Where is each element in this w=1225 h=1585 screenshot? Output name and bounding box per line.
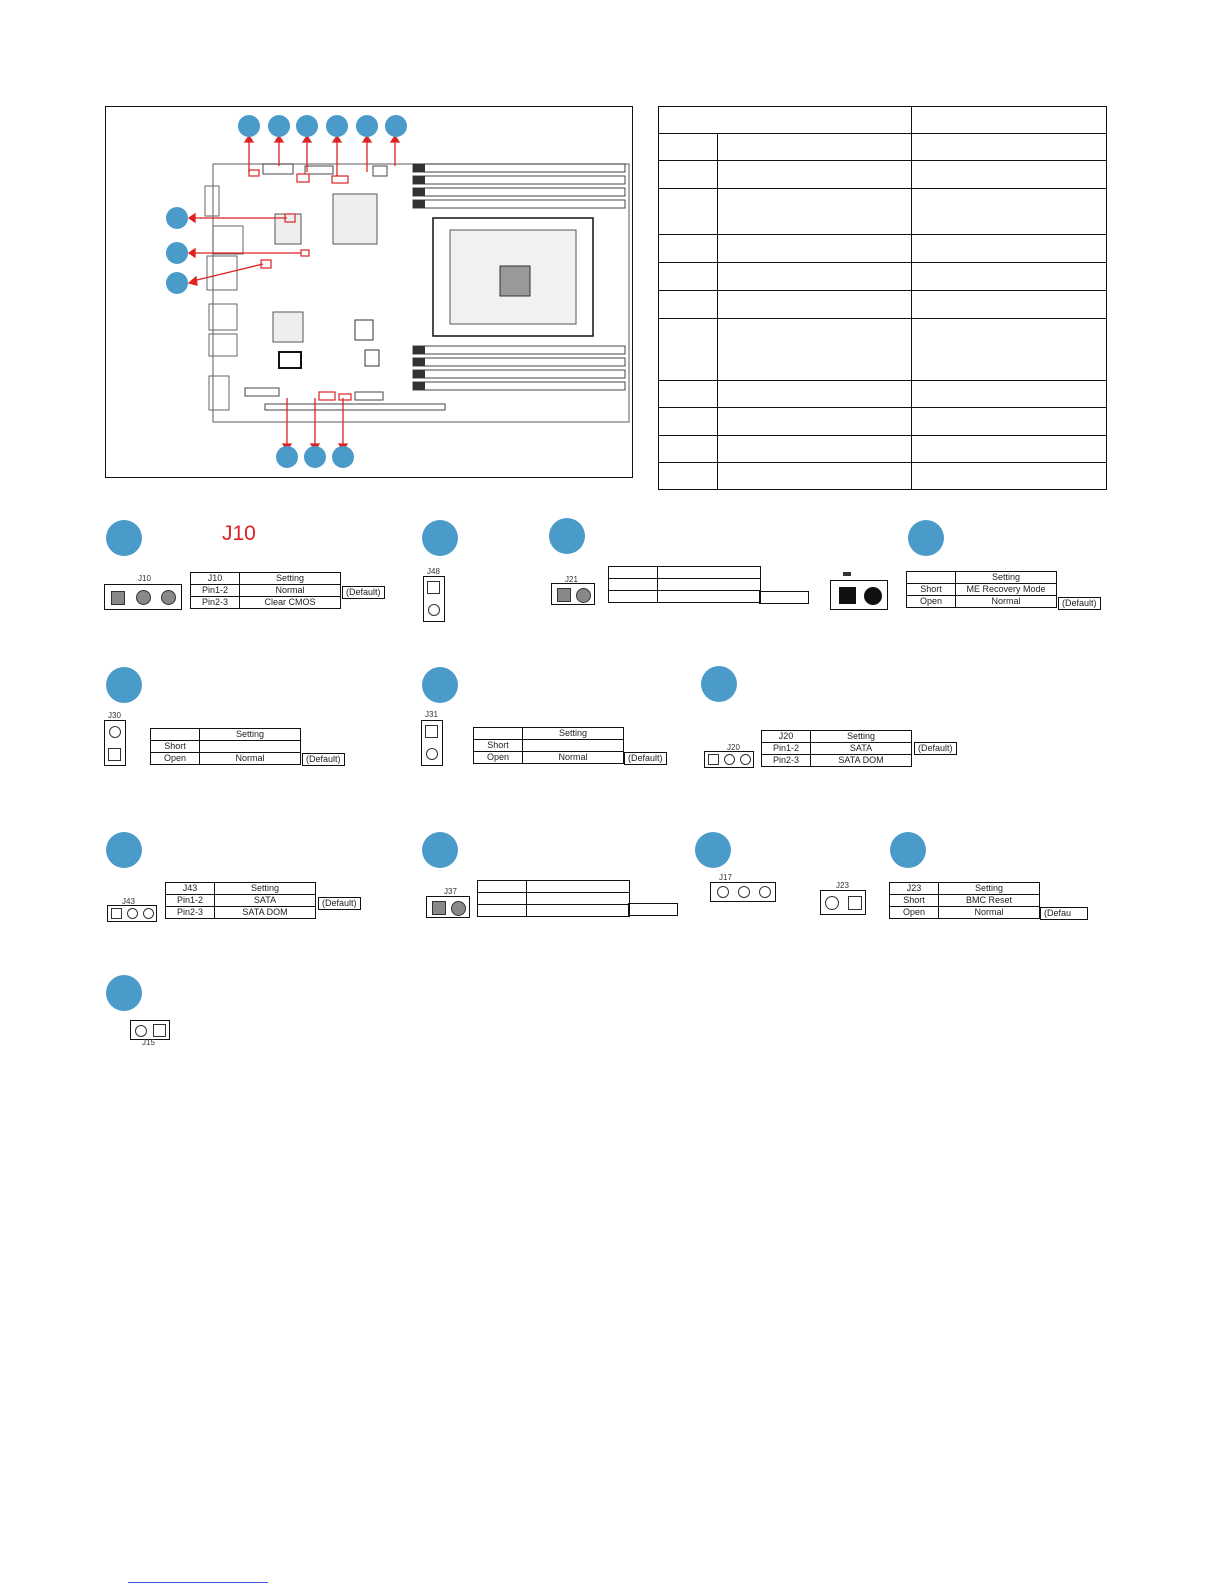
j43-jumper [107,905,157,922]
j37-jumper [426,896,470,918]
arrow-indicator [843,572,851,576]
board-diagram-frame [105,106,633,478]
marker-9 [166,272,188,294]
pin2 [127,908,138,919]
j31-default-badge: (Default) [624,752,667,765]
section-marker-j15 [106,975,142,1011]
marker-11 [304,446,326,468]
pin2 [825,896,839,910]
marker-3 [296,115,318,137]
marker-12 [332,446,354,468]
pin2 [724,754,735,765]
section-marker-j37 [422,832,458,868]
pin2 [426,748,438,760]
pin2 [451,901,466,916]
pin1-square [839,587,856,604]
j31-jumper [421,720,443,766]
j30-silk-label: J30 [108,711,121,720]
pin1-square [848,896,862,910]
pin2 [428,604,440,616]
pin2 [576,588,591,603]
section-marker-j17 [695,832,731,868]
footer-underline [128,1582,268,1583]
j37-setting-table [477,880,630,917]
j20-default-badge: (Default) [914,742,957,755]
motherboard-drawing [187,134,630,452]
marker-2 [268,115,290,137]
section-marker-j30 [106,667,142,703]
j10-silk-label: J10 [138,574,151,583]
pin1 [717,886,729,898]
marker-5 [356,115,378,137]
j37-silk-label: J37 [444,887,457,896]
pin2 [135,1025,147,1037]
marker-8 [166,242,188,264]
section-marker-j43 [106,832,142,868]
section-marker-j31 [422,667,458,703]
pin1-square [153,1024,166,1037]
j48-silk-label: J48 [427,567,440,576]
j37-default-box [628,903,678,916]
j15-jumper [130,1020,170,1040]
section-marker-me-recovery [908,520,944,556]
j23-silk-label: J23 [836,881,849,890]
j23-jumper [820,890,866,915]
j10-default-badge: (Default) [342,586,385,599]
pin2 [864,587,882,605]
marker-1 [238,115,260,137]
pin3 [759,886,771,898]
j48-jumper [423,576,445,622]
j43-silk-label: J43 [122,897,135,906]
pin2 [738,886,750,898]
j31-silk-label: J31 [425,710,438,719]
j10-title: J10 [222,522,256,545]
pin2 [109,726,121,738]
section-marker-j21 [549,518,585,554]
marker-4 [326,115,348,137]
pin1-square [557,588,571,602]
j43-default-badge: (Default) [318,897,361,910]
section-marker-j23 [890,832,926,868]
jumper-reference-table [658,106,1107,490]
me-recovery-jumper [830,580,888,610]
pin1-square [432,901,446,915]
marker-7 [166,207,188,229]
section-marker-j10 [106,520,142,556]
pin1-square [708,754,719,765]
pin3 [740,754,751,765]
pin1-square [425,725,438,738]
pin3 [143,908,154,919]
j15-silk-label: J15 [142,1038,155,1047]
section-marker-j48 [422,520,458,556]
j21-jumper [551,583,595,605]
me-recovery-default-badge: (Default) [1058,597,1101,610]
j10-jumper [104,584,182,610]
j20-silk-label: J20 [727,743,740,752]
pin1-square [427,581,440,594]
pin1-square [108,748,121,761]
j21-setting-table [608,566,761,603]
j30-default-badge: (Default) [302,753,345,766]
section-marker-j20 [701,666,737,702]
j23-default-badge: (Defau [1040,907,1088,920]
j17-jumper [710,882,776,902]
pin3 [161,590,176,605]
pin1-square [111,908,122,919]
j17-silk-label: J17 [719,873,732,882]
pin2 [136,590,151,605]
marker-10 [276,446,298,468]
j21-default-box [759,591,809,604]
j21-silk-label: J21 [565,575,578,584]
marker-6 [385,115,407,137]
j20-jumper [704,751,754,768]
j30-jumper [104,720,126,766]
pin1-square [111,591,125,605]
